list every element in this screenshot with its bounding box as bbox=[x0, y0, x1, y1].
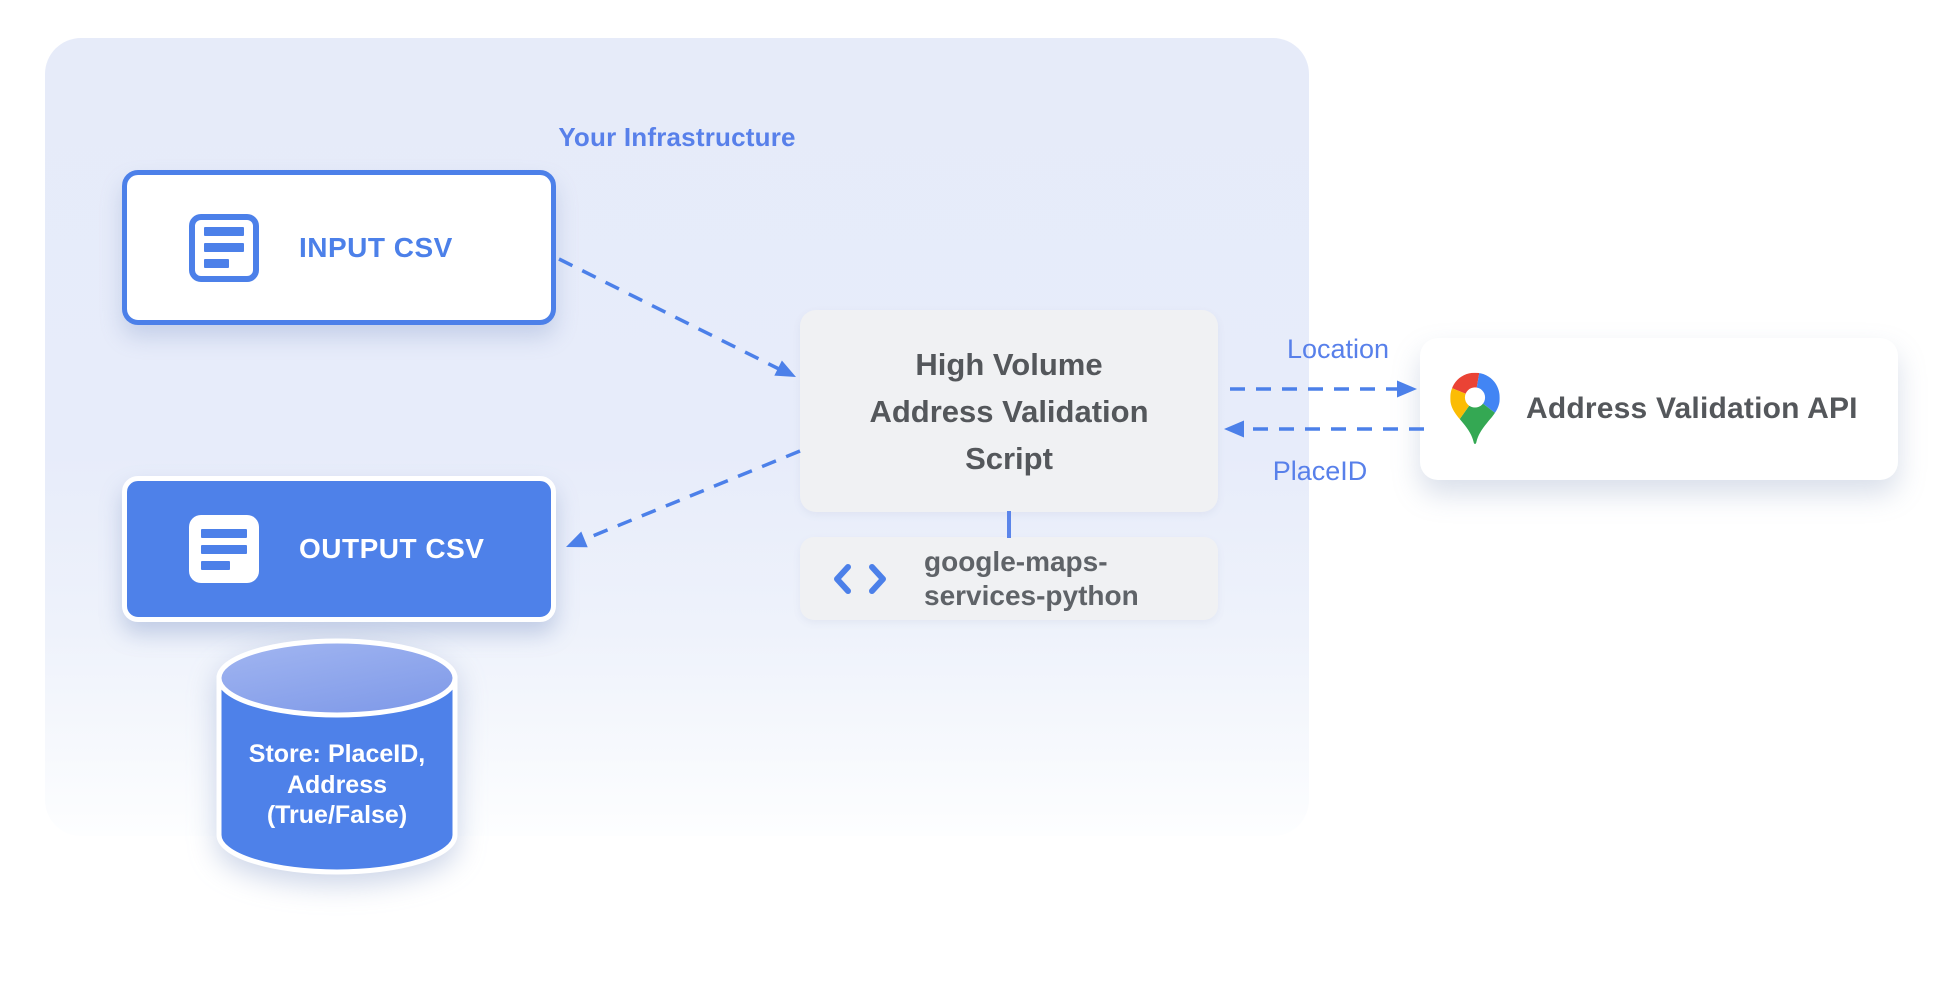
store-label: Store: PlaceID, Address (True/False) bbox=[249, 740, 425, 829]
document-lines-icon bbox=[189, 515, 259, 583]
library-node: google-maps- services-python bbox=[800, 537, 1218, 620]
api-node: Address Validation API bbox=[1420, 338, 1898, 480]
document-lines-icon bbox=[189, 213, 259, 282]
output-csv-node: OUTPUT CSV bbox=[122, 476, 556, 622]
store-database-cylinder: Store: PlaceID, Address (True/False) bbox=[216, 638, 458, 875]
input-csv-node: INPUT CSV bbox=[122, 170, 556, 325]
script-label: High Volume Address Validation Script bbox=[869, 346, 1149, 476]
placeid-edge-label: PlaceID bbox=[1272, 456, 1368, 486]
container-title: Your Infrastructure bbox=[558, 122, 796, 152]
google-maps-pin-icon bbox=[1450, 372, 1500, 444]
library-label: google-maps- services-python bbox=[924, 545, 1139, 611]
code-brackets-icon bbox=[834, 563, 886, 594]
script-node: High Volume Address Validation Script bbox=[800, 310, 1218, 512]
svg-text:Address: Address bbox=[287, 771, 387, 799]
output-csv-label: OUTPUT CSV bbox=[299, 533, 485, 564]
location-edge-label: Location bbox=[1286, 334, 1390, 364]
api-label: Address Validation API bbox=[1526, 392, 1858, 425]
input-csv-label: INPUT CSV bbox=[299, 231, 453, 263]
svg-text:Store: PlaceID,: Store: PlaceID, bbox=[249, 740, 425, 768]
svg-text:(True/False): (True/False) bbox=[267, 801, 407, 829]
